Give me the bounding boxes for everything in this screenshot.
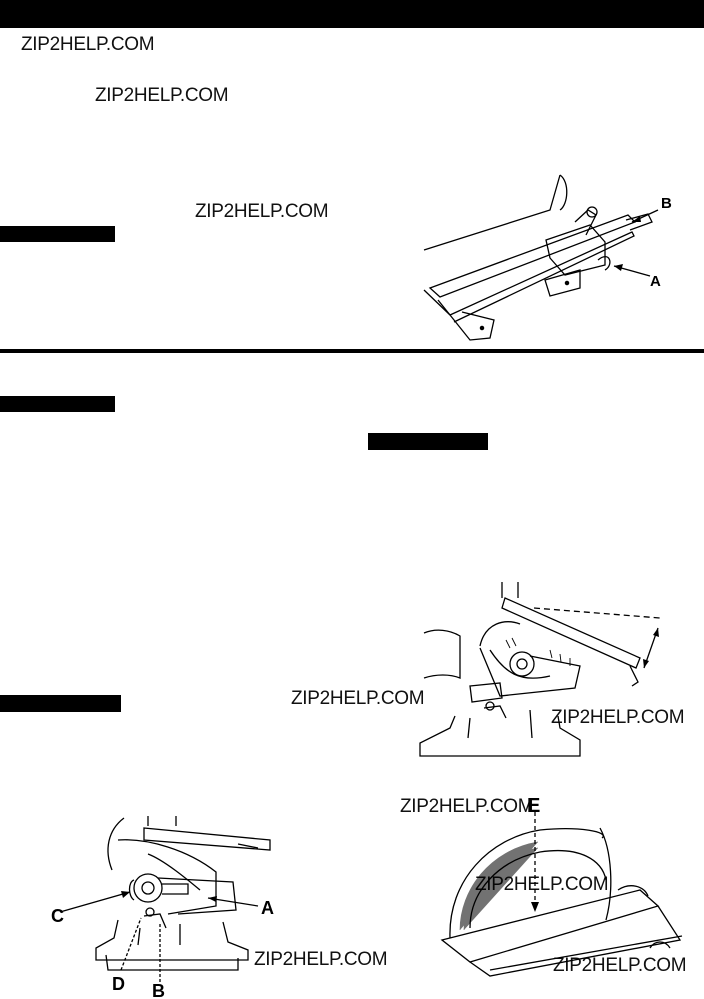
watermark-1: ZIP2HELP.COM bbox=[21, 34, 155, 55]
section-heading-bar-2 bbox=[0, 396, 115, 412]
section-heading-bar-4 bbox=[0, 695, 121, 712]
callout-d: D bbox=[112, 974, 125, 994]
callout-a-top: A bbox=[650, 273, 661, 290]
watermark-3: ZIP2HELP.COM bbox=[195, 201, 329, 222]
watermark-6: ZIP2HELP.COM bbox=[400, 796, 534, 817]
figure-bevel-knob: C A D B bbox=[51, 816, 274, 999]
callout-e: E bbox=[527, 795, 540, 817]
callout-b-top: B bbox=[661, 195, 672, 212]
page-header-bar bbox=[0, 0, 704, 28]
callout-c: C bbox=[51, 906, 64, 926]
figure-table-tilt bbox=[419, 582, 661, 757]
section-heading-bar-1 bbox=[0, 226, 115, 242]
watermark-5: ZIP2HELP.COM bbox=[551, 707, 685, 728]
figure-blade-table: E bbox=[440, 795, 683, 977]
section-divider bbox=[0, 349, 704, 353]
figure-miter-gauge: B A bbox=[423, 174, 672, 341]
watermark-9: ZIP2HELP.COM bbox=[553, 955, 687, 976]
callout-b-knob: B bbox=[152, 981, 165, 999]
watermark-4: ZIP2HELP.COM bbox=[291, 688, 425, 709]
watermark-2: ZIP2HELP.COM bbox=[95, 85, 229, 106]
watermark-8: ZIP2HELP.COM bbox=[254, 949, 388, 970]
callout-a-knob: A bbox=[261, 898, 274, 918]
section-heading-bar-3 bbox=[368, 433, 488, 450]
